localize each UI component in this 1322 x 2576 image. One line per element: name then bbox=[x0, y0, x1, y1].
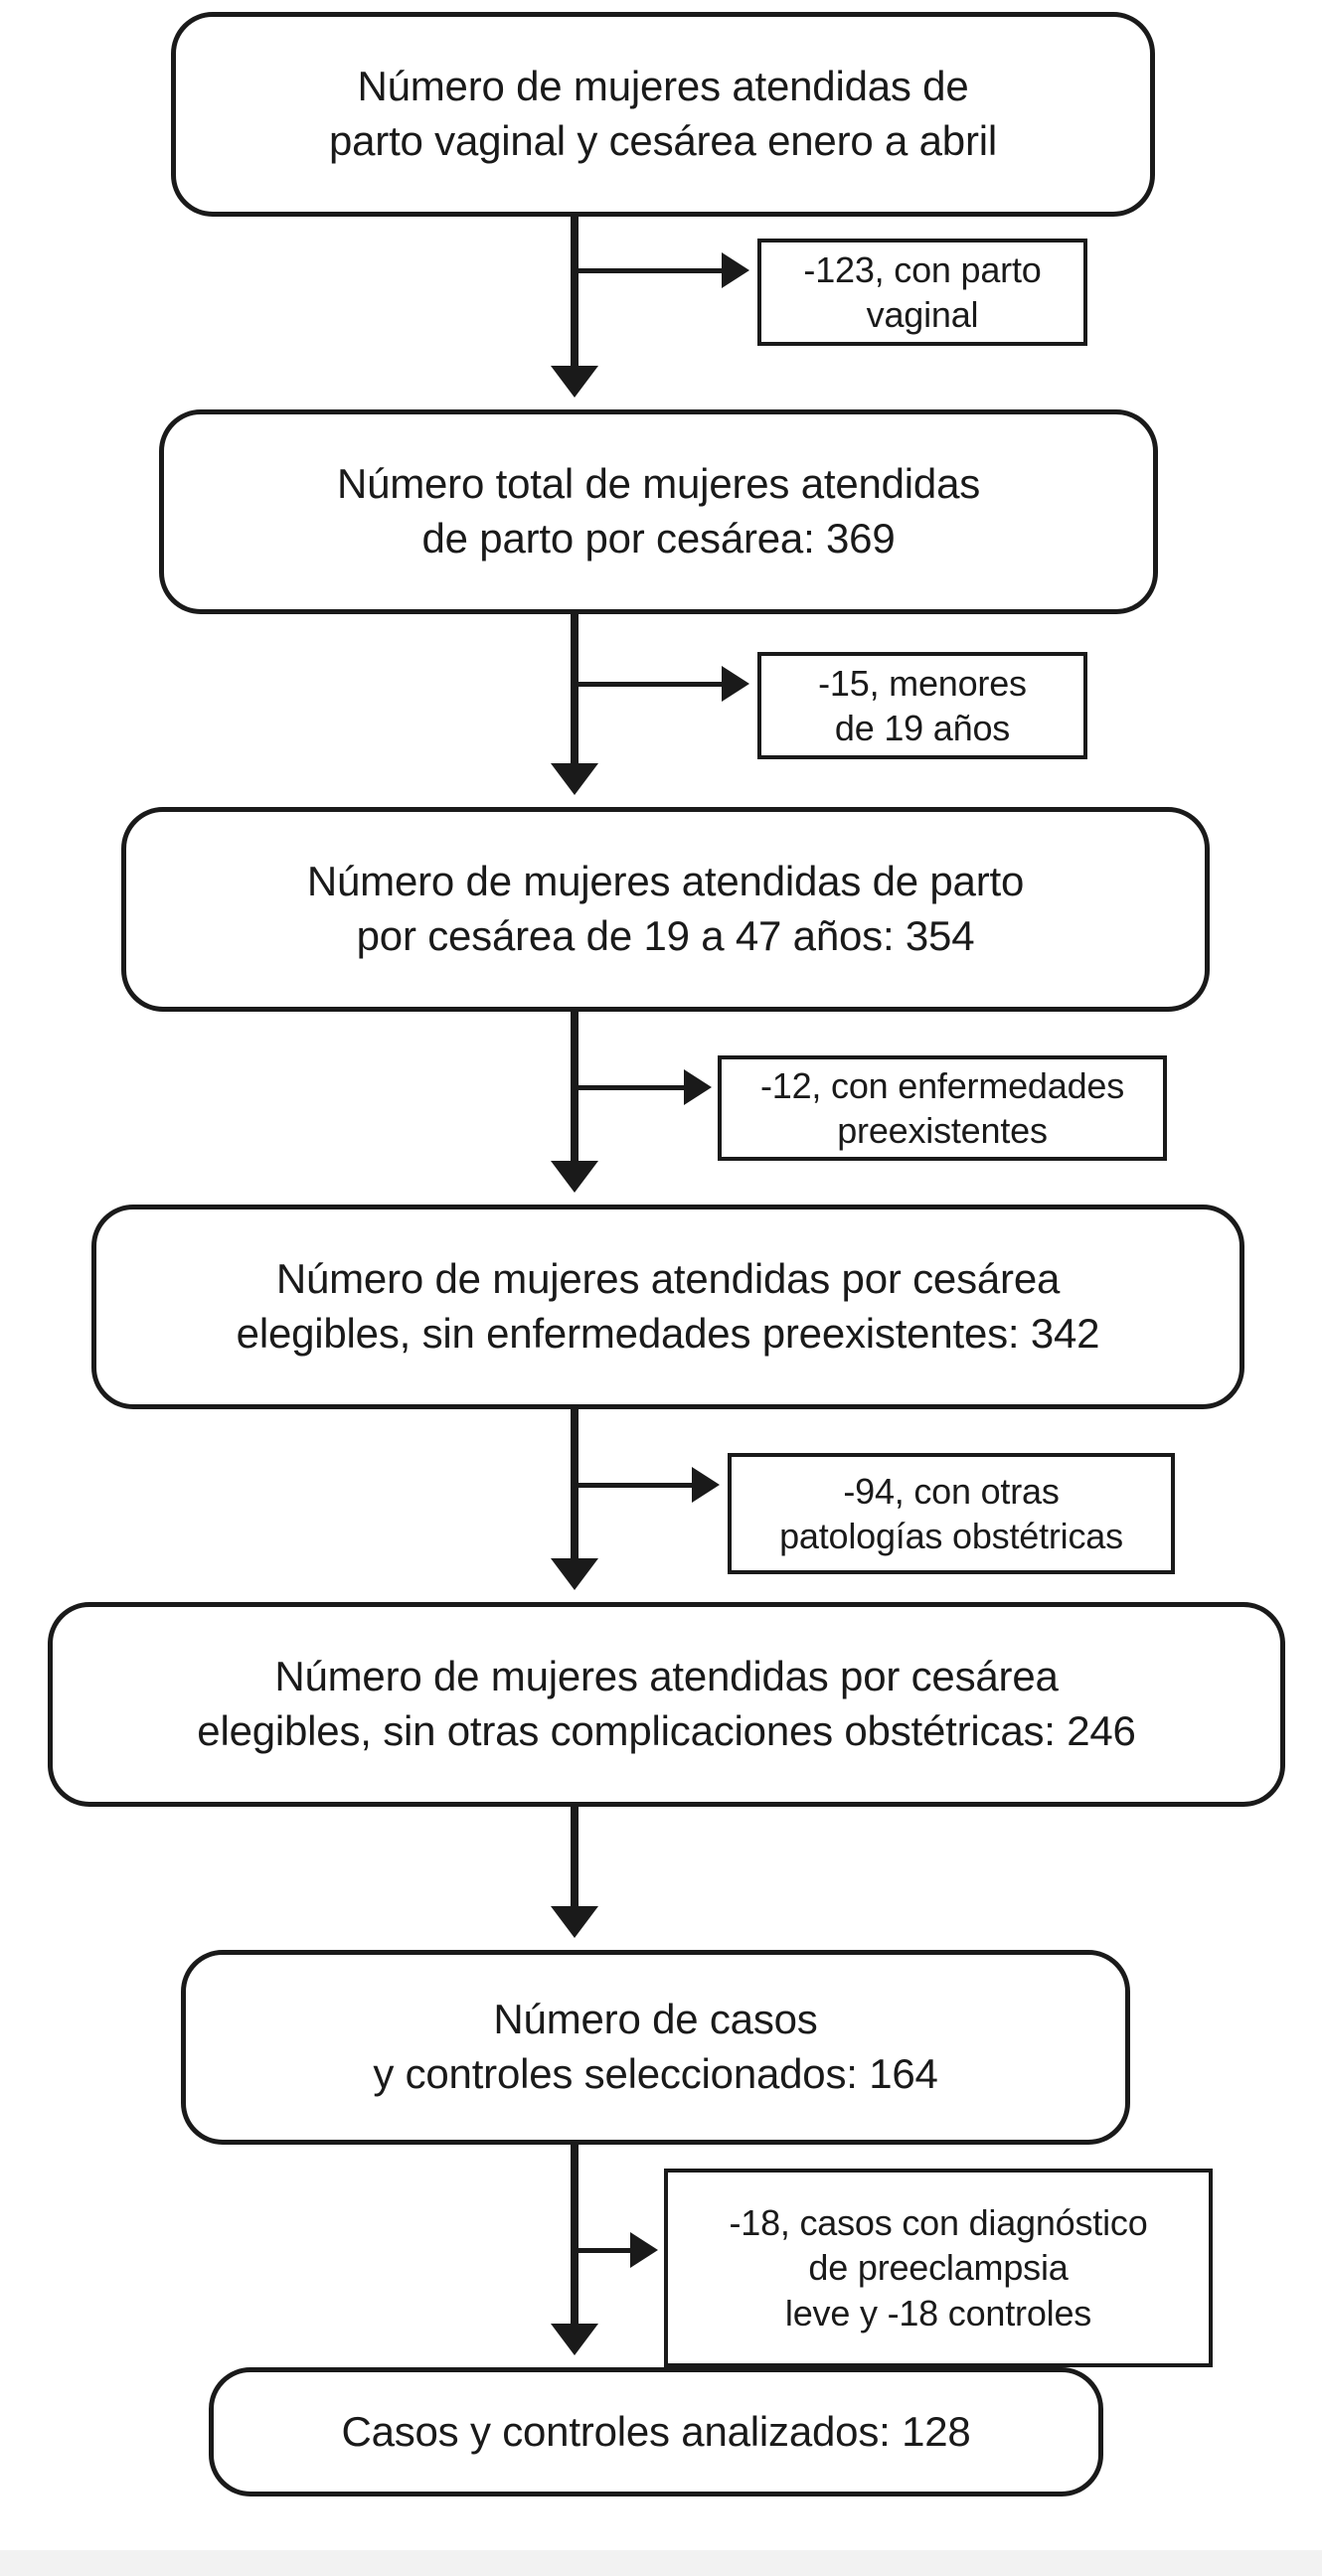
flow-node-label: Número de mujeres atendidas de parto vag… bbox=[328, 63, 997, 164]
exclusion-label: -12, con enfermedades preexistentes bbox=[759, 1064, 1125, 1151]
branch-line-5 bbox=[575, 2248, 632, 2253]
exclusion-label: -94, con otras patologías obstétricas bbox=[779, 1470, 1123, 1556]
arrowhead-right-3 bbox=[684, 1069, 712, 1105]
arrowhead-down-6 bbox=[551, 2324, 598, 2355]
flow-node-edad-19-47: Número de mujeres atendidas de parto por… bbox=[121, 807, 1210, 1012]
arrowhead-down-5 bbox=[551, 1906, 598, 1938]
exclusion-box-enfermedades-preexistentes: -12, con enfermedades preexistentes bbox=[718, 1055, 1167, 1161]
flow-node-label: Número de casos y controles seleccionado… bbox=[373, 1996, 938, 2097]
arrowhead-down-1 bbox=[551, 366, 598, 398]
connector-line-6 bbox=[571, 2145, 578, 2329]
flow-node-casos-controles-seleccionados: Número de casos y controles seleccionado… bbox=[181, 1950, 1130, 2145]
exclusion-box-preeclampsia-leve: -18, casos con diagnóstico de preeclamps… bbox=[664, 2169, 1213, 2367]
arrowhead-right-4 bbox=[692, 1467, 720, 1503]
arrowhead-down-4 bbox=[551, 1558, 598, 1590]
exclusion-box-menores-19: -15, menores de 19 años bbox=[757, 652, 1087, 759]
exclusion-box-patologias-obstetricas: -94, con otras patologías obstétricas bbox=[728, 1453, 1175, 1574]
arrowhead-right-2 bbox=[722, 666, 749, 702]
flow-node-label: Número de mujeres atendidas por cesárea … bbox=[197, 1653, 1136, 1754]
branch-line-4 bbox=[575, 1483, 696, 1488]
arrowhead-right-5 bbox=[630, 2232, 658, 2268]
exclusion-box-parto-vaginal: -123, con parto vaginal bbox=[757, 239, 1087, 346]
flow-node-elegibles-sin-preexistentes: Número de mujeres atendidas por cesárea … bbox=[91, 1205, 1244, 1409]
branch-line-3 bbox=[575, 1085, 686, 1090]
exclusion-label: -15, menores de 19 años bbox=[818, 662, 1027, 748]
connector-line-5 bbox=[571, 1807, 578, 1911]
arrowhead-down-2 bbox=[551, 763, 598, 795]
exclusion-label: -123, con parto vaginal bbox=[803, 248, 1042, 335]
flow-node-total-partos: Número de mujeres atendidas de parto vag… bbox=[171, 12, 1155, 217]
arrowhead-down-3 bbox=[551, 1161, 598, 1193]
connector-line-1 bbox=[571, 217, 578, 371]
footer-strip bbox=[0, 2550, 1322, 2576]
flow-node-label: Casos y controles analizados: 128 bbox=[341, 2407, 971, 2455]
flow-node-label: Número total de mujeres atendidas de par… bbox=[336, 460, 981, 562]
arrowhead-right-1 bbox=[722, 252, 749, 288]
flow-node-casos-controles-analizados: Casos y controles analizados: 128 bbox=[209, 2367, 1103, 2496]
flow-node-elegibles-sin-complicaciones: Número de mujeres atendidas por cesárea … bbox=[48, 1602, 1285, 1807]
flow-node-label: Número de mujeres atendidas de parto por… bbox=[306, 858, 1025, 959]
exclusion-label: -18, casos con diagnóstico de preeclamps… bbox=[729, 2201, 1148, 2334]
branch-line-1 bbox=[575, 268, 726, 273]
branch-line-2 bbox=[575, 682, 726, 687]
flow-node-label: Número de mujeres atendidas por cesárea … bbox=[236, 1255, 1100, 1357]
connector-line-2 bbox=[571, 614, 578, 768]
flow-node-total-cesarea: Número total de mujeres atendidas de par… bbox=[159, 409, 1158, 614]
